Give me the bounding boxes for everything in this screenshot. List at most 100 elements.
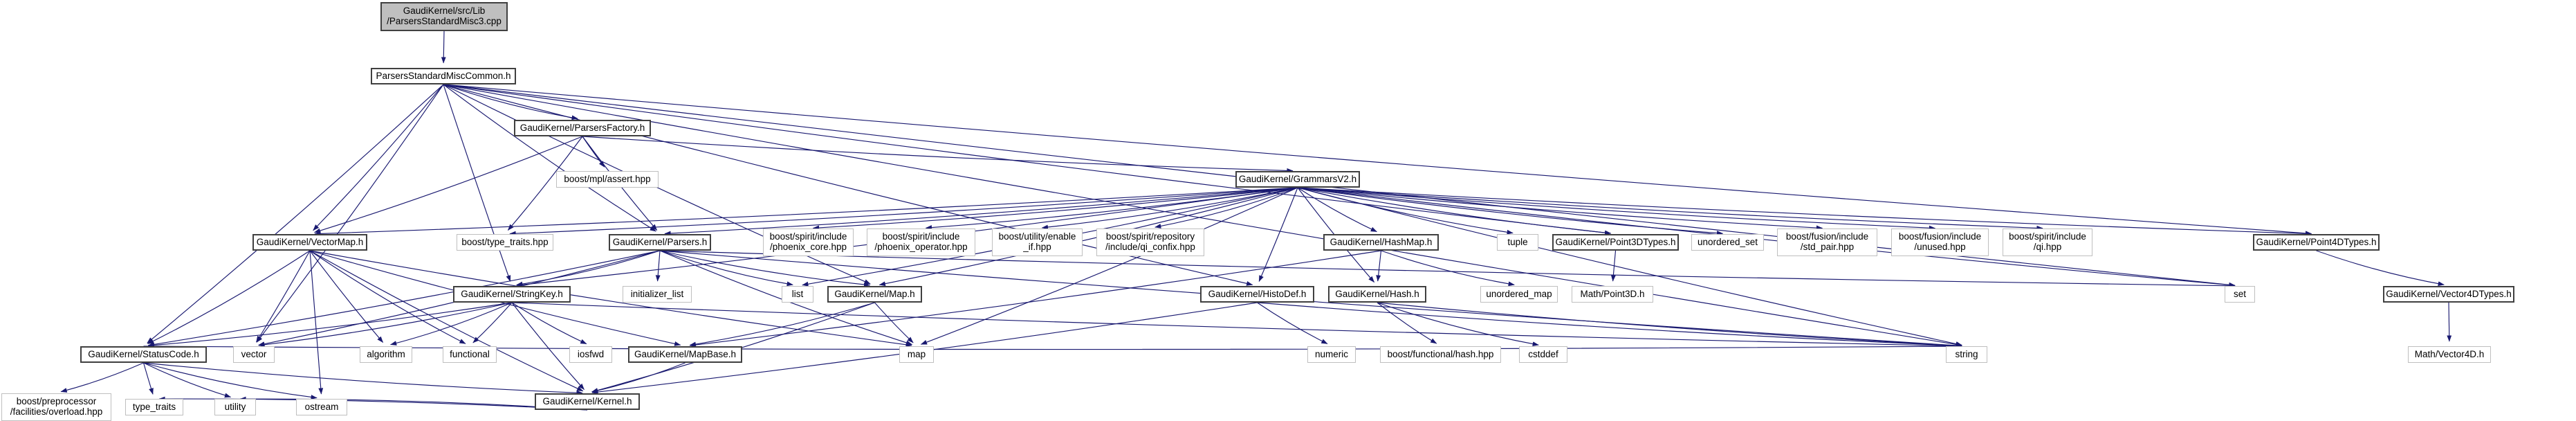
graph-node-mapbase[interactable]: GaudiKernel/MapBase.h bbox=[628, 346, 742, 363]
graph-node-string[interactable]: string bbox=[1946, 346, 1987, 363]
graph-node-qiconfix[interactable]: boost/spirit/repository /include/qi_conf… bbox=[1096, 229, 1204, 256]
edge-map_h-to-mapbase bbox=[689, 302, 875, 347]
edge-histodef-to-string bbox=[1257, 302, 1962, 348]
graph-node-psfactory[interactable]: GaudiKernel/ParsersFactory.h bbox=[514, 120, 651, 136]
graph-node-overloadhpp[interactable]: boost/preprocessor /facilities/overload.… bbox=[1, 393, 111, 421]
graph-node-algorithm[interactable]: algorithm bbox=[360, 346, 412, 363]
edge-statuscode-to-string bbox=[143, 343, 1962, 350]
edge-grammars-to-parsers bbox=[664, 187, 1298, 236]
graph-node-type_traits[interactable]: type_traits bbox=[125, 399, 183, 415]
edge-histodef-to-numeric bbox=[1257, 302, 1328, 344]
graph-node-enableif[interactable]: boost/utility/enable _if.hpp bbox=[992, 229, 1083, 256]
edge-pscommon-to-psfactory bbox=[443, 84, 578, 120]
graph-node-ostream[interactable]: ostream bbox=[296, 399, 347, 415]
edge-grammars-to-point3dtypes bbox=[1297, 187, 1612, 235]
edge-hash_h-to-cstddef bbox=[1377, 302, 1539, 347]
edge-pscommon-to-parsers bbox=[443, 84, 656, 232]
edge-grammars-to-phxcore bbox=[812, 187, 1298, 231]
graph-node-functional[interactable]: functional bbox=[443, 346, 497, 363]
graph-node-typetraitshpp[interactable]: boost/type_traits.hpp bbox=[457, 234, 553, 251]
edge-hashmap-to-unorderedmap bbox=[1381, 250, 1515, 287]
graph-node-mathpoint3d[interactable]: Math/Point3D.h bbox=[1572, 286, 1653, 303]
graph-node-statuscode[interactable]: GaudiKernel/StatusCode.h bbox=[80, 346, 207, 363]
edge-pscommon-to-point4dtypes bbox=[443, 84, 2312, 236]
graph-node-phxoper[interactable]: boost/spirit/include /phoenix_operator.h… bbox=[867, 229, 975, 256]
edge-grammars-to-stdpair bbox=[1297, 187, 1823, 231]
edge-stringkey-to-functional bbox=[472, 302, 513, 343]
graph-node-pscommon[interactable]: ParsersStandardMiscCommon.h bbox=[371, 68, 516, 84]
graph-node-mathvector4d[interactable]: Math/Vector4D.h bbox=[2408, 346, 2491, 363]
graph-node-parsers[interactable]: GaudiKernel/Parsers.h bbox=[609, 234, 711, 251]
graph-node-map_std[interactable]: map bbox=[899, 346, 934, 363]
graph-node-mplassert[interactable]: boost/mpl/assert.hpp bbox=[556, 171, 659, 188]
graph-node-root[interactable]: GaudiKernel/src/Lib /ParsersStandardMisc… bbox=[380, 2, 508, 31]
graph-node-qihpp[interactable]: boost/spirit/include /qi.hpp bbox=[2003, 229, 2092, 256]
edge-hash_h-to-string bbox=[1377, 302, 1962, 348]
edge-mapbase-to-kernel_h bbox=[591, 362, 686, 393]
graph-node-vector4dtypes[interactable]: GaudiKernel/Vector4DTypes.h bbox=[2383, 286, 2514, 303]
edge-pscommon-to-statuscode bbox=[147, 84, 444, 343]
graph-node-vectormap[interactable]: GaudiKernel/VectorMap.h bbox=[252, 234, 367, 251]
edge-psfactory-to-mplassert bbox=[582, 136, 605, 168]
graph-node-initlist[interactable]: initializer_list bbox=[623, 286, 692, 303]
edge-stringkey-to-vector bbox=[258, 302, 513, 348]
graph-node-unorderedmap[interactable]: unordered_map bbox=[1480, 286, 1558, 303]
graph-node-iosfwd[interactable]: iosfwd bbox=[569, 346, 612, 363]
graph-node-map_h[interactable]: GaudiKernel/Map.h bbox=[827, 286, 922, 303]
graph-node-hashmap[interactable]: GaudiKernel/HashMap.h bbox=[1323, 234, 1439, 251]
edge-grammars-to-unorderedset bbox=[1297, 187, 1724, 236]
edge-point3dtypes-to-mathpoint3d bbox=[1610, 250, 1617, 282]
graph-node-kernel_h[interactable]: GaudiKernel/Kernel.h bbox=[535, 393, 640, 410]
graph-node-point3dtypes[interactable]: GaudiKernel/Point3DTypes.h bbox=[1552, 234, 1679, 251]
edge-psfactory-to-grammars bbox=[582, 136, 1294, 173]
graph-node-tuple[interactable]: tuple bbox=[1497, 234, 1538, 251]
edge-vectormap-to-algorithm bbox=[309, 250, 384, 343]
edge-pscommon-to-vector bbox=[256, 84, 444, 343]
edge-grammars-to-enableif bbox=[1041, 187, 1298, 230]
edge-grammars-to-phxoper bbox=[925, 187, 1298, 231]
edge-psfactory-to-vectormap bbox=[314, 136, 583, 233]
edge-vectormap-to-kernel_h bbox=[309, 250, 584, 392]
graph-node-point4dtypes[interactable]: GaudiKernel/Point4DTypes.h bbox=[2253, 234, 2380, 251]
graph-node-stringkey[interactable]: GaudiKernel/StringKey.h bbox=[453, 286, 571, 303]
edge-point4dtypes-to-vector4dtypes bbox=[2316, 250, 2445, 287]
graph-node-hash_h[interactable]: GaudiKernel/Hash.h bbox=[1328, 286, 1426, 303]
edges bbox=[60, 30, 2452, 411]
graph-node-histodef[interactable]: GaudiKernel/HistoDef.h bbox=[1200, 286, 1314, 303]
edge-statuscode-to-type_traits bbox=[142, 362, 154, 395]
edge-vectormap-to-functional bbox=[309, 250, 466, 344]
edge-parsers-to-initlist bbox=[655, 250, 661, 282]
edge-grammars-to-histodef bbox=[1258, 187, 1298, 283]
graph-node-unusedhpp[interactable]: boost/fusion/include /unused.hpp bbox=[1891, 229, 1989, 256]
graph-node-utility[interactable]: utility bbox=[214, 399, 256, 415]
graph-node-numeric[interactable]: numeric bbox=[1307, 346, 1356, 363]
graph-node-cstddef[interactable]: cstddef bbox=[1519, 346, 1567, 363]
edge-parsers-to-statuscode bbox=[147, 250, 661, 347]
edge-pscommon-to-point3dtypes bbox=[443, 84, 1612, 235]
edge-vectormap-to-statuscode bbox=[147, 250, 311, 345]
graph-node-unorderedset[interactable]: unordered_set bbox=[1691, 234, 1764, 251]
edge-pscommon-to-string bbox=[443, 84, 1962, 347]
edge-root-to-pscommon bbox=[441, 30, 446, 64]
graph-node-vector[interactable]: vector bbox=[233, 346, 275, 363]
edge-grammars-to-string bbox=[1297, 187, 1962, 346]
edge-stringkey-to-string bbox=[511, 302, 1962, 349]
graph-node-stdpair[interactable]: boost/fusion/include /std_pair.hpp bbox=[1777, 229, 1877, 256]
edge-stringkey-to-iosfwd bbox=[511, 302, 587, 345]
graph-node-set[interactable]: set bbox=[2225, 286, 2255, 303]
graph-node-list[interactable]: list bbox=[782, 286, 813, 303]
edge-grammars-to-qihpp bbox=[1297, 187, 2043, 231]
graph-node-boostfunc[interactable]: boost/functional/hash.hpp bbox=[1380, 346, 1501, 363]
edge-grammars-to-qiconfix bbox=[1154, 187, 1298, 229]
edge-grammars-to-tuple bbox=[1297, 187, 1514, 235]
edge-grammars-to-map_std bbox=[920, 187, 1298, 345]
edge-stringkey-to-algorithm bbox=[390, 302, 513, 346]
edge-map_h-to-map_std bbox=[874, 302, 914, 343]
graph-node-grammars[interactable]: GaudiKernel/GrammarsV2.h bbox=[1235, 171, 1360, 188]
graph-node-phxcore[interactable]: boost/spirit/include /phoenix_core.hpp bbox=[763, 229, 854, 256]
edge-hashmap-to-hash_h bbox=[1376, 250, 1382, 282]
edge-statuscode-to-kernel_h bbox=[143, 362, 583, 395]
edge-pscommon-to-vectormap bbox=[313, 84, 444, 231]
edge-vectormap-to-map_std bbox=[309, 250, 912, 348]
